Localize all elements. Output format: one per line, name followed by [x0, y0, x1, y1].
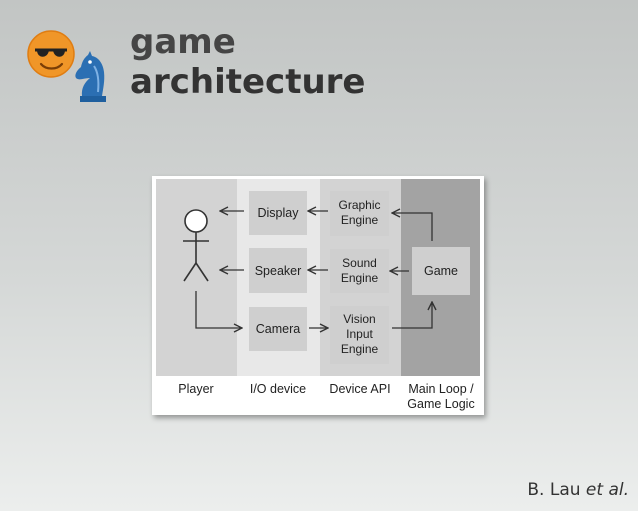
column-label-io-device: I/O device	[250, 382, 306, 396]
attribution: B. Lau et al.	[527, 480, 629, 500]
page-title: game architecture	[130, 22, 365, 102]
vision-engine-label-line3: Engine	[341, 342, 379, 356]
arrow-vision-to-game	[392, 302, 432, 329]
credit-etal: et al.	[585, 480, 629, 500]
game-box: Game	[412, 247, 470, 295]
column-label-main-loop-line1: Main Loop /	[408, 382, 474, 396]
game-label: Game	[424, 264, 458, 278]
chess-knight-icon	[75, 51, 106, 102]
architecture-diagram: Display Speaker Camera Graphic Engine So…	[152, 176, 484, 415]
vision-engine-label-line2: Input	[346, 327, 373, 341]
sunglasses-smiley-icon	[27, 30, 75, 78]
column-label-player: Player	[178, 382, 213, 396]
sound-engine-label-line1: Sound	[342, 256, 377, 270]
column-player	[156, 179, 237, 376]
title-line-1: game	[130, 22, 236, 62]
vision-input-engine-box: Vision Input Engine	[330, 306, 389, 364]
credit-author: B. Lau	[527, 480, 586, 500]
camera-label: Camera	[256, 322, 301, 336]
column-label-main-loop-line2: Game Logic	[407, 397, 474, 411]
speaker-label: Speaker	[255, 264, 302, 278]
title-line-2: architecture	[130, 62, 366, 102]
graphic-engine-label-line1: Graphic	[338, 198, 380, 212]
display-label: Display	[258, 206, 300, 220]
camera-box: Camera	[249, 307, 307, 351]
arrow-game-to-graphic	[392, 213, 433, 241]
display-box: Display	[249, 191, 307, 235]
speaker-box: Speaker	[249, 248, 307, 293]
sound-engine-label-line2: Engine	[341, 271, 379, 285]
player-stick-figure	[183, 209, 209, 282]
graphic-engine-box: Graphic Engine	[330, 191, 389, 236]
graphic-engine-label-line2: Engine	[341, 213, 379, 227]
sound-engine-box: Sound Engine	[330, 249, 389, 293]
arrow-player-to-camera	[195, 291, 242, 328]
logo	[27, 30, 106, 102]
vision-engine-label-line1: Vision	[343, 312, 375, 326]
column-label-device-api: Device API	[329, 382, 390, 396]
